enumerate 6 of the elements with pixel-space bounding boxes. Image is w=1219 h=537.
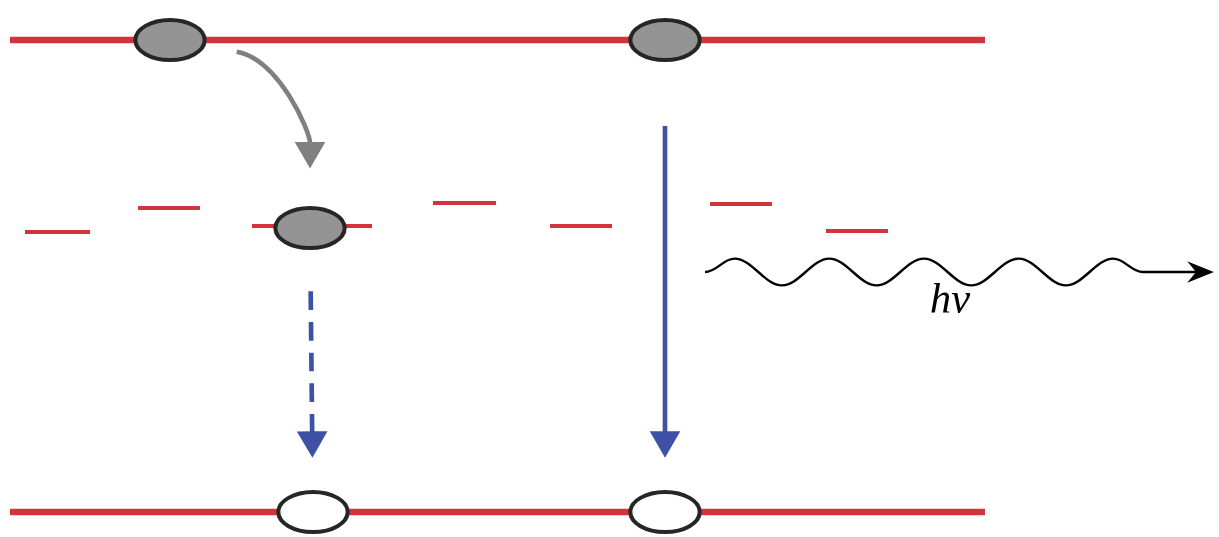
hole-circle xyxy=(628,490,702,534)
electron-circle xyxy=(273,206,347,250)
electron-circle xyxy=(133,18,207,62)
photon-label: hν xyxy=(931,283,971,313)
electron-circle xyxy=(628,18,702,62)
hole-circle xyxy=(276,490,350,534)
